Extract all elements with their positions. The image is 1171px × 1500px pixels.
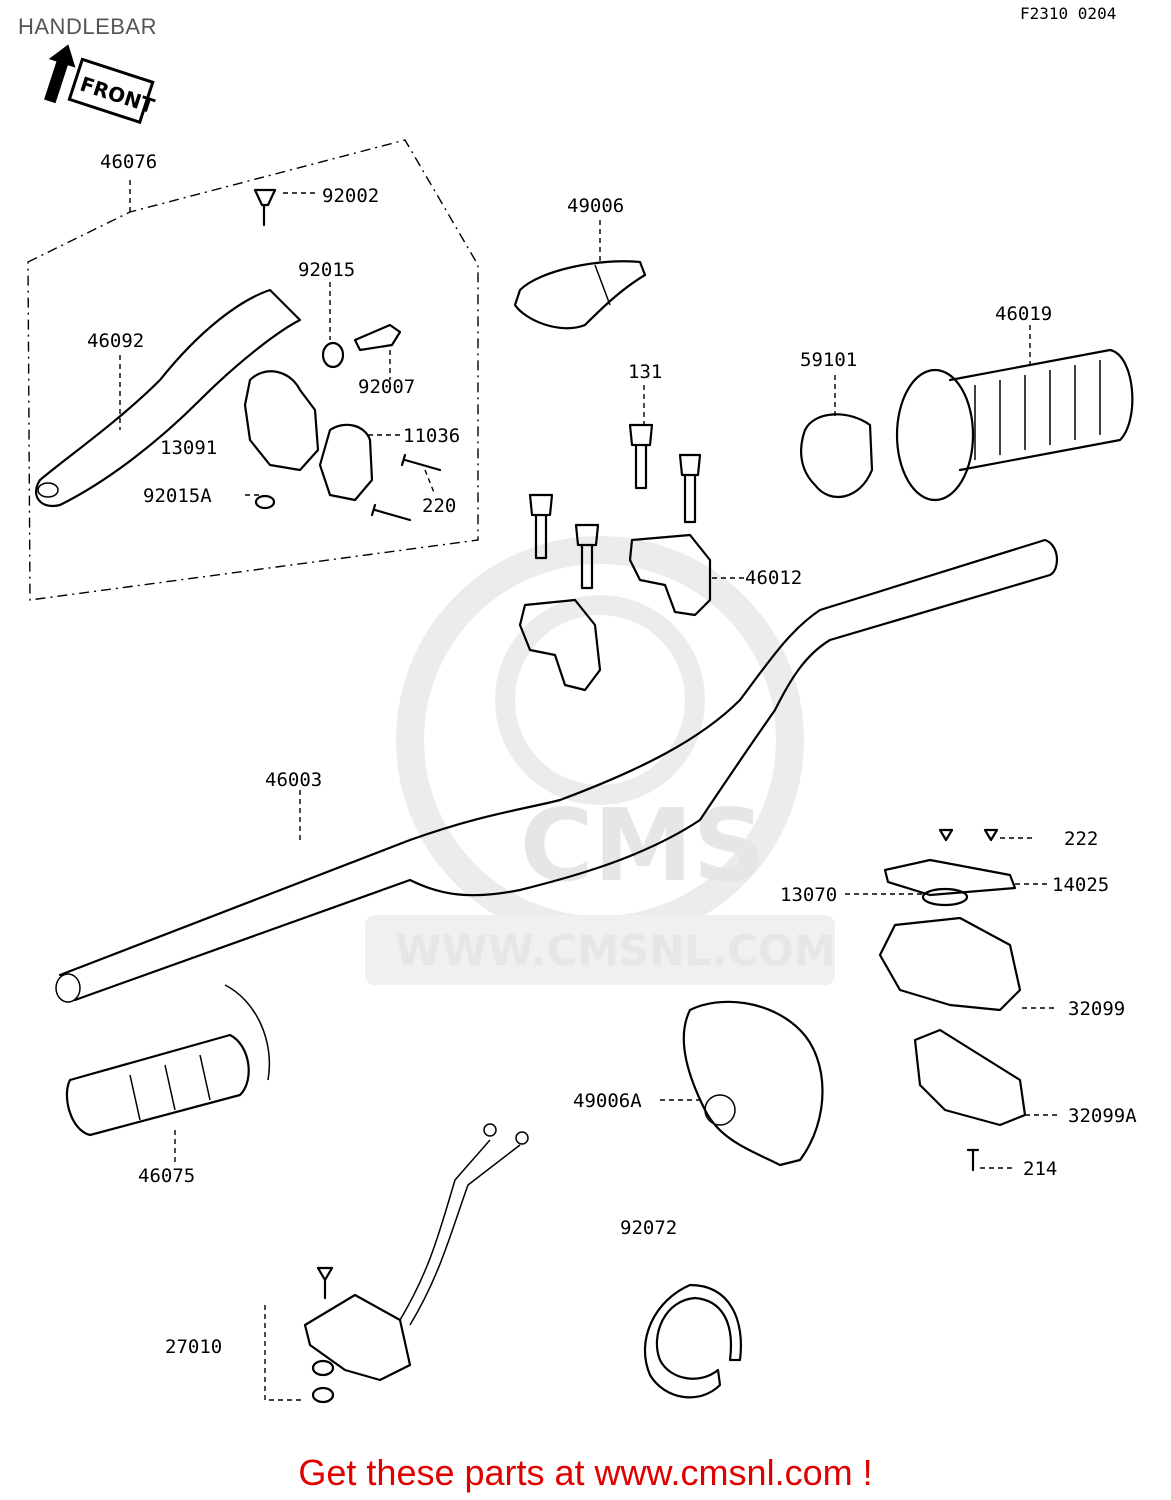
- label-13091: 13091: [160, 437, 217, 459]
- holder-clamp-11036: [318, 423, 374, 502]
- handlebar: [55, 538, 1058, 1003]
- label-46012: 46012: [745, 567, 802, 589]
- washer-92015: [321, 341, 345, 369]
- bolt-clamp-b: [574, 523, 600, 590]
- label-49006A: 49006A: [573, 1090, 642, 1112]
- label-46019: 46019: [995, 303, 1052, 325]
- cms-watermark: CMS WWW.CMSNL.COM: [365, 536, 836, 985]
- page-title: HANDLEBAR: [18, 14, 157, 39]
- switch-case-32099: [878, 916, 1022, 1012]
- throttle-housing: [800, 413, 874, 499]
- label-14025: 14025: [1052, 874, 1109, 896]
- label-32099A: 32099A: [1068, 1105, 1137, 1127]
- leader-lines: [119, 180, 1060, 1401]
- hand-guard: [513, 260, 647, 330]
- label-46092: 46092: [87, 330, 144, 352]
- front-direction-mark: FRONT: [44, 44, 158, 125]
- label-11036: 11036: [403, 425, 460, 447]
- bolt-131: [628, 423, 654, 490]
- switch-housing: [682, 1000, 824, 1167]
- screw-92002: [253, 188, 277, 227]
- handlebar-holder-upper: [628, 533, 712, 617]
- label-13070: 13070: [780, 884, 837, 906]
- label-32099: 32099: [1068, 998, 1125, 1020]
- switch-housing-hole: [704, 1094, 736, 1126]
- handlebar-holder-lower: [518, 598, 602, 692]
- screw-222: [938, 828, 999, 842]
- label-214: 214: [1023, 1158, 1057, 1180]
- right-grip: [895, 348, 1134, 502]
- screw-214: [966, 1148, 980, 1172]
- engine-stop-switch: [303, 1123, 529, 1404]
- bolt-92007: [353, 323, 402, 352]
- shop-link-text[interactable]: Get these parts at www.cmsnl.com !: [298, 1452, 873, 1493]
- bolt-131-b: [678, 453, 702, 524]
- bolt-clamp-a: [528, 493, 554, 560]
- bolt-220-lower: [370, 503, 412, 522]
- clutch-lever: [35, 288, 302, 508]
- watermark-brand: CMS: [520, 787, 765, 904]
- label-220: 220: [422, 495, 456, 517]
- label-49006: 49006: [567, 195, 624, 217]
- label-46003: 46003: [265, 769, 322, 791]
- label-222: 222: [1064, 828, 1098, 850]
- lever-holder: [243, 370, 320, 472]
- label-92015A: 92015A: [143, 485, 212, 507]
- switch-case-32099A: [913, 1028, 1027, 1127]
- label-92072: 92072: [620, 1217, 677, 1239]
- label-92015: 92015: [298, 259, 355, 281]
- watermark-url: WWW.CMSNL.COM: [395, 926, 836, 975]
- nut-92015A: [254, 494, 276, 510]
- label-92002: 92002: [322, 185, 379, 207]
- left-grip: [65, 984, 271, 1137]
- switch-cover-14025: [883, 858, 1017, 897]
- cable-band: [644, 1283, 742, 1399]
- lever-assembly-outline: [27, 139, 479, 601]
- knob-13070: [921, 887, 969, 907]
- label-46076: 46076: [100, 151, 157, 173]
- label-27010: 27010: [165, 1336, 222, 1358]
- part-labels: 46076 92002 92015 46092 92007 13091 1103…: [87, 151, 1137, 1358]
- label-46075: 46075: [138, 1165, 195, 1187]
- label-92007: 92007: [358, 376, 415, 398]
- bolt-220-upper: [400, 453, 442, 472]
- drawing-code: F2310 0204: [1020, 4, 1117, 23]
- label-131: 131: [628, 361, 662, 383]
- label-59101: 59101: [800, 349, 857, 371]
